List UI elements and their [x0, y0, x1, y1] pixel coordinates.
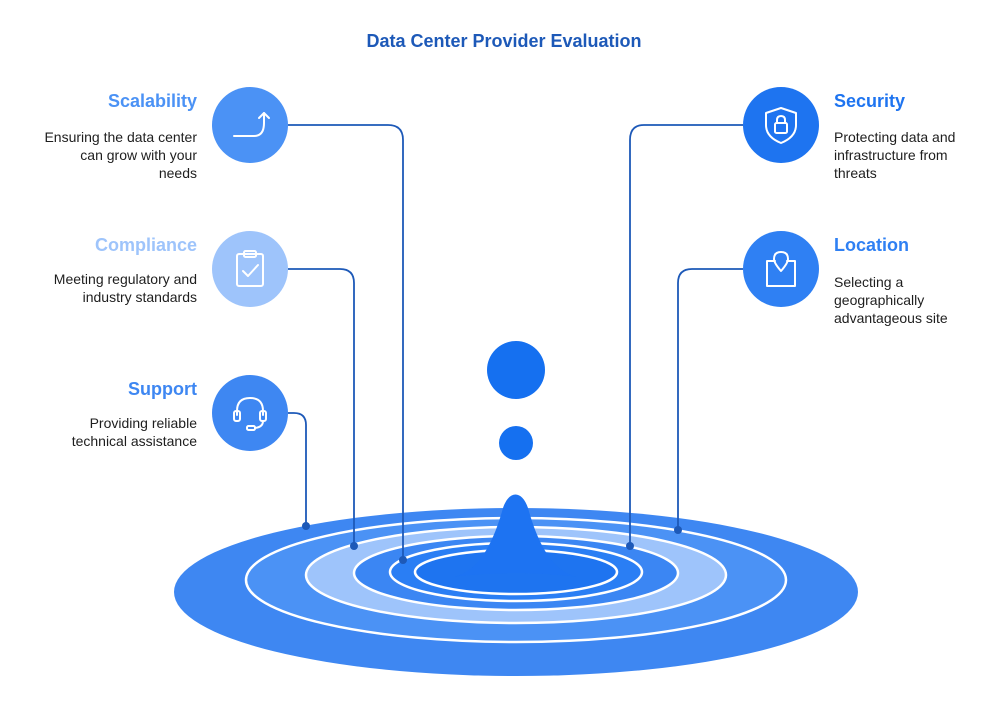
security-heading: Security: [834, 91, 906, 111]
compliance-heading: Compliance: [94, 235, 197, 255]
connector-dot-support: [302, 522, 310, 530]
support-heading: Support: [128, 379, 197, 399]
connector-scalability: [288, 124, 404, 560]
compliance-icon-circle: [212, 231, 288, 307]
location-description: Selecting a geographically advantageous …: [834, 274, 948, 326]
drop-small: [499, 426, 533, 460]
drop-large: [487, 341, 545, 399]
connector-support: [288, 412, 307, 526]
shield-lock-icon: [765, 107, 797, 144]
diagram-title: Data Center Provider Evaluation: [366, 31, 642, 51]
scalability-icon-circle: [212, 87, 288, 163]
security-description: Protecting data and infrastructure from …: [834, 129, 956, 181]
connector-compliance: [288, 268, 355, 546]
connector-dot-scalability: [399, 556, 407, 564]
connector-location: [677, 268, 743, 530]
compliance-description: Meeting regulatory and industry standard…: [53, 271, 197, 305]
map-pin-icon: [766, 251, 796, 287]
connector-dot-compliance: [350, 542, 358, 550]
security-icon-circle: [743, 87, 819, 163]
splash-crown: [453, 494, 578, 577]
connector-dot-security: [626, 542, 634, 550]
support-icon-circle: [212, 375, 288, 451]
scalability-description: Ensuring the data center can grow with y…: [44, 129, 197, 181]
location-icon-circle: [743, 231, 819, 307]
support-description: Providing reliable technical assistance: [71, 415, 197, 449]
clipboard-check-icon: [236, 250, 264, 287]
headset-icon: [233, 397, 267, 431]
scalability-heading: Scalability: [107, 91, 197, 111]
connector-dot-location: [674, 526, 682, 534]
location-heading: Location: [834, 235, 909, 255]
connector-security: [629, 124, 743, 546]
trend-up-icon: [233, 112, 270, 137]
